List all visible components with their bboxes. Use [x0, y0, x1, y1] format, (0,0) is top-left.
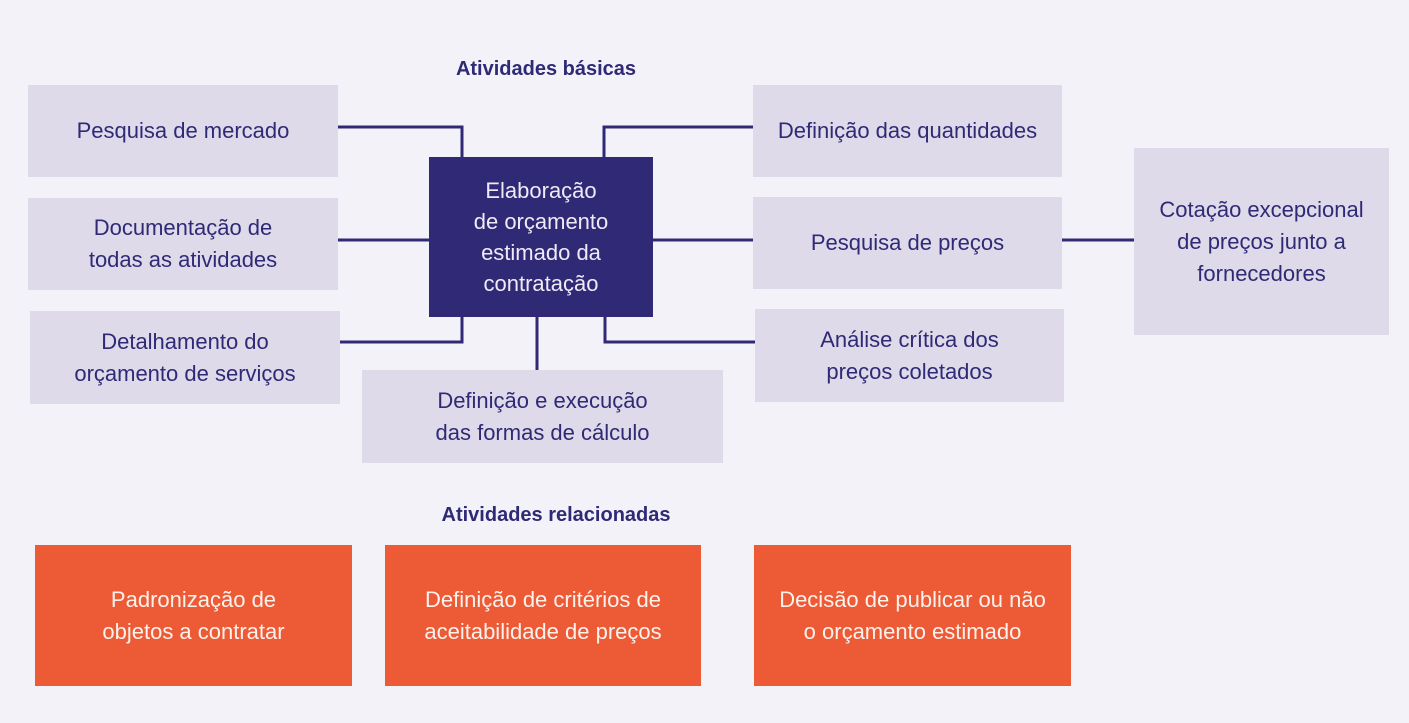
box-price-analysis: Análise crítica dos preços coletados — [755, 309, 1064, 402]
central-activity: Elaboração de orçamento estimado da cont… — [429, 157, 653, 317]
box-calculation-methods: Definição e execução das formas de cálcu… — [362, 370, 723, 463]
box-acceptability-criteria: Definição de critérios de aceitabilidade… — [385, 545, 701, 686]
related-activities-title: Atividades relacionadas — [441, 504, 671, 526]
box-quantities: Definição das quantidades — [753, 85, 1062, 177]
box-price-research: Pesquisa de preços — [753, 197, 1062, 289]
box-market-research: Pesquisa de mercado — [28, 85, 338, 177]
basic-activities-title: Atividades básicas — [455, 58, 637, 80]
box-documentation: Documentação de todas as atividades — [28, 198, 338, 290]
connector — [340, 317, 464, 344]
box-exceptional-quote: Cotação excepcional de preços junto a fo… — [1134, 148, 1389, 335]
connector — [602, 125, 753, 157]
connector — [603, 317, 755, 344]
box-standardization: Padronização de objetos a contratar — [35, 545, 352, 686]
connector — [338, 125, 464, 157]
box-budget-detail: Detalhamento do orçamento de serviços — [30, 311, 340, 404]
box-publish-decision: Decisão de publicar ou não o orçamento e… — [754, 545, 1071, 686]
